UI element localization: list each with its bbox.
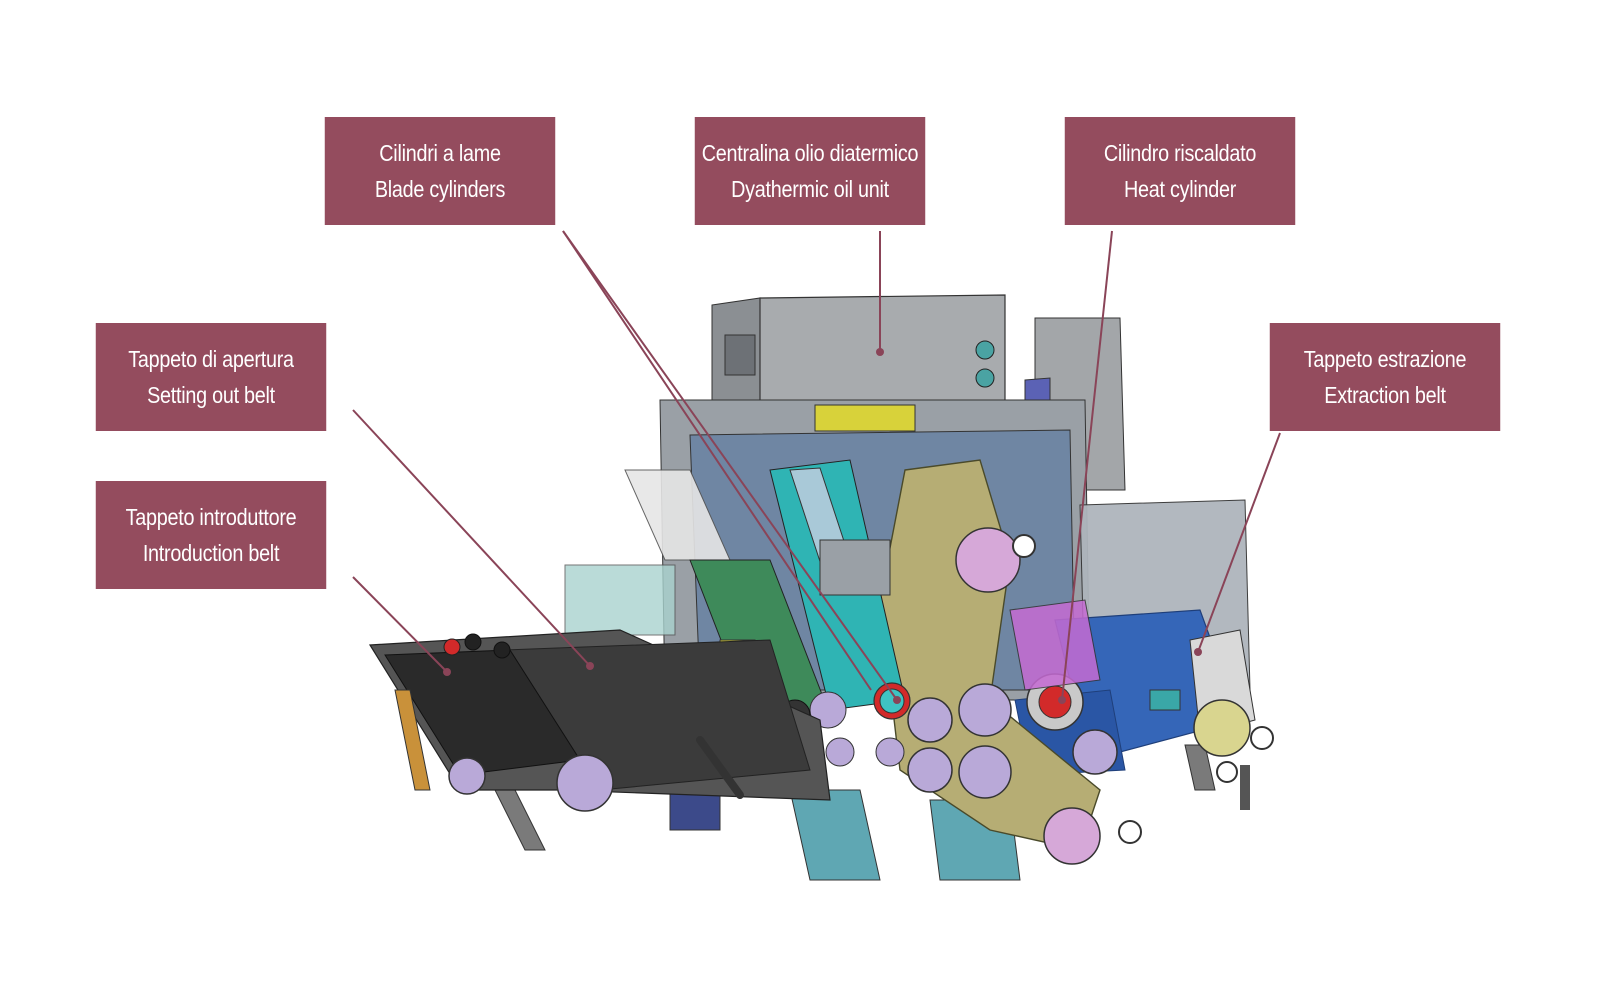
label-extraction-belt: Tappeto estrazione Extraction belt [1269,323,1501,431]
label-blade-cylinders-it: Cilindri a lame [379,140,501,166]
label-introduction-belt-en: Introduction belt [142,540,280,566]
leader-dots [443,348,1202,704]
leader-lines [352,230,1281,701]
central-rollers [875,683,1012,799]
label-oil-unit: Centralina olio diatermico Dyathermic oi… [694,117,926,225]
label-introduction-belt-it: Tappeto introduttore [125,504,297,530]
label-extraction-belt-en: Extraction belt [1324,382,1446,408]
label-setting-out-belt-it: Tappeto di apertura [128,346,294,372]
extraction-belt-drawing [1014,499,1274,783]
label-blade-cylinders-en: Blade cylinders [374,176,506,202]
label-setting-out-belt: Tappeto di apertura Setting out belt [95,323,327,431]
label-heat-cylinder-en: Heat cylinder [1123,176,1237,202]
label-heat-cylinder: Cilindro riscaldato Heat cylinder [1064,117,1296,225]
label-heat-cylinder-it: Cilindro riscaldato [1103,140,1257,166]
label-introduction-belt: Tappeto introduttore Introduction belt [95,481,327,589]
label-blade-cylinders: Cilindri a lame Blade cylinders [324,117,556,225]
label-setting-out-belt-en: Setting out belt [147,382,275,408]
label-extraction-belt-it: Tappeto estrazione [1303,346,1467,372]
input-belts-drawing [368,629,831,812]
label-oil-unit-en: Dyathermic oil unit [731,176,889,202]
label-oil-unit-it: Centralina olio diatermico [701,140,919,166]
